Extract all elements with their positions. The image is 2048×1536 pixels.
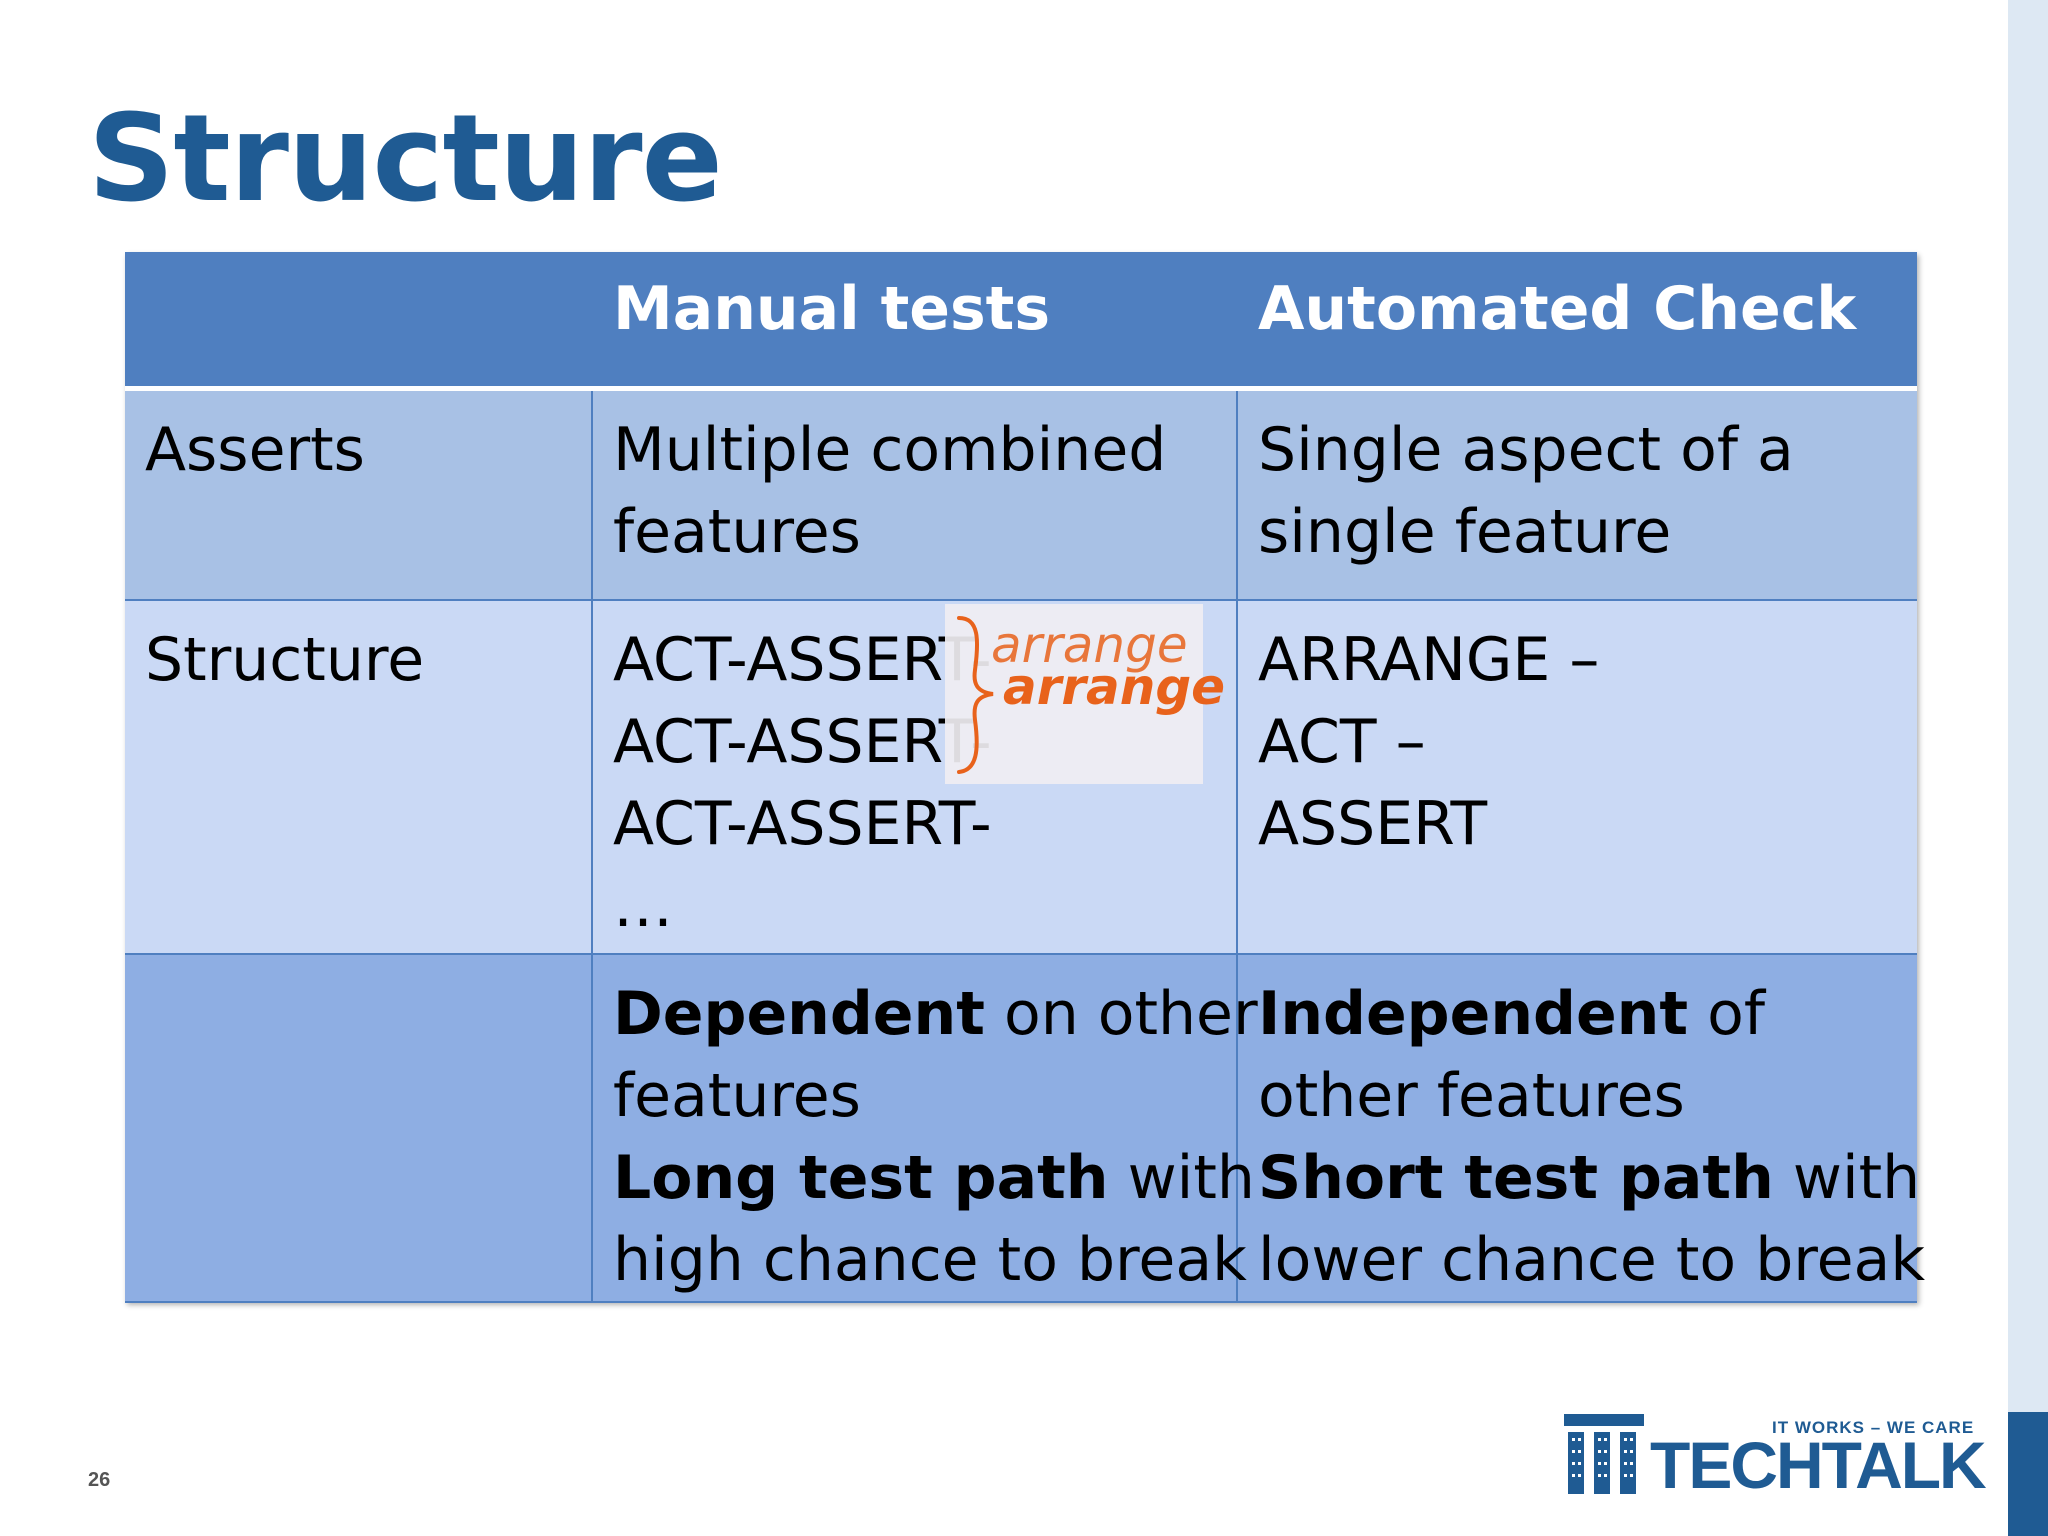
row-label-asserts: Asserts: [125, 388, 593, 601]
comparison-table: Manual tests Automated Check Asserts Mul…: [125, 252, 1925, 1303]
cell-text: high chance to break: [613, 1225, 1247, 1295]
cell-text: features: [613, 1061, 861, 1131]
side-decor-strip: [2008, 0, 2048, 1536]
cell-manual-asserts: Multiple combined features: [591, 388, 1238, 601]
annotation-word: arrange: [1003, 658, 1226, 716]
header-cell-automated-check: Automated Check: [1236, 252, 1917, 391]
it-grid-logo-icon: [1564, 1414, 1644, 1494]
cell-line: ARRANGE –: [1258, 625, 1600, 695]
annotation-word: arrange: [991, 616, 1188, 674]
cell-line: Single aspect of a: [1258, 414, 1794, 485]
logo-tagline: IT WORKS – WE CARE: [1772, 1418, 1975, 1437]
cell-line: ACT-ASSERT-: [613, 707, 992, 777]
cell-bold-text: Long test path: [613, 1143, 1109, 1213]
row-label-empty: [125, 954, 593, 1303]
logo-wordmark: TECHTALK: [1650, 1428, 1987, 1502]
cell-line: ACT-ASSERT-: [613, 625, 992, 695]
cell-text: with: [1773, 1143, 1921, 1213]
cell-line: Long test path with: [613, 1137, 1255, 1219]
cell-text: of: [1688, 979, 1765, 1049]
cell-line: Short test path with: [1258, 1137, 1920, 1219]
cell-line: …: [613, 871, 673, 941]
cell-text: with: [1108, 1143, 1255, 1213]
cell-automated-dependency: Independent of other features Short test…: [1236, 954, 1925, 1303]
table-row: Asserts Multiple combined features Singl…: [125, 388, 1917, 601]
cell-text: on other: [984, 979, 1258, 1049]
cell-line: Independent of: [1258, 973, 1897, 1055]
cell-line: single feature: [1258, 496, 1672, 567]
cell-text: lower chance to break: [1258, 1225, 1926, 1295]
cell-bold-text: Short test path: [1258, 1143, 1774, 1213]
arrange-annotation: arrange arrange: [945, 604, 1225, 784]
cell-line: ACT –: [1258, 707, 1426, 777]
cell-line: high chance to break: [613, 1219, 1247, 1301]
page-number: 26: [88, 1469, 111, 1491]
cell-automated-asserts: Single aspect of a single feature: [1236, 388, 1917, 601]
side-decor-accent: [2008, 1412, 2048, 1536]
cell-automated-structure: ARRANGE – ACT – ASSERT: [1236, 600, 1917, 955]
table-header-row: Manual tests Automated Check: [125, 252, 1917, 391]
curly-brace-icon: [957, 616, 994, 774]
cell-line: ACT-ASSERT-: [613, 789, 992, 859]
header-cell-empty: [125, 252, 593, 391]
row-label-structure: Structure: [125, 600, 593, 955]
cell-line: lower chance to break: [1258, 1219, 1925, 1301]
table-row: Structure ACT-ASSERT- ACT-ASSERT- ACT-AS…: [125, 600, 1917, 955]
cell-line: Multiple combined: [613, 414, 1167, 485]
cell-line: other features: [1258, 1055, 1897, 1137]
header-cell-manual-tests: Manual tests: [591, 252, 1238, 391]
cell-bold-text: Dependent: [613, 979, 985, 1049]
table-row: Dependent on other features Long test pa…: [125, 954, 1925, 1303]
cell-bold-text: Independent: [1258, 979, 1689, 1049]
cell-line: Dependent on other: [613, 973, 1258, 1055]
slide-title: Structure: [88, 90, 723, 229]
techtalk-logo: IT WORKS – WE CARE TECHTALK: [1562, 1410, 1987, 1498]
cell-manual-dependency: Dependent on other features Long test pa…: [591, 954, 1258, 1303]
cell-text: other features: [1258, 1061, 1685, 1131]
cell-line: features: [613, 1055, 1216, 1137]
cell-line: ASSERT: [1258, 789, 1488, 859]
cell-line: features: [613, 496, 861, 567]
